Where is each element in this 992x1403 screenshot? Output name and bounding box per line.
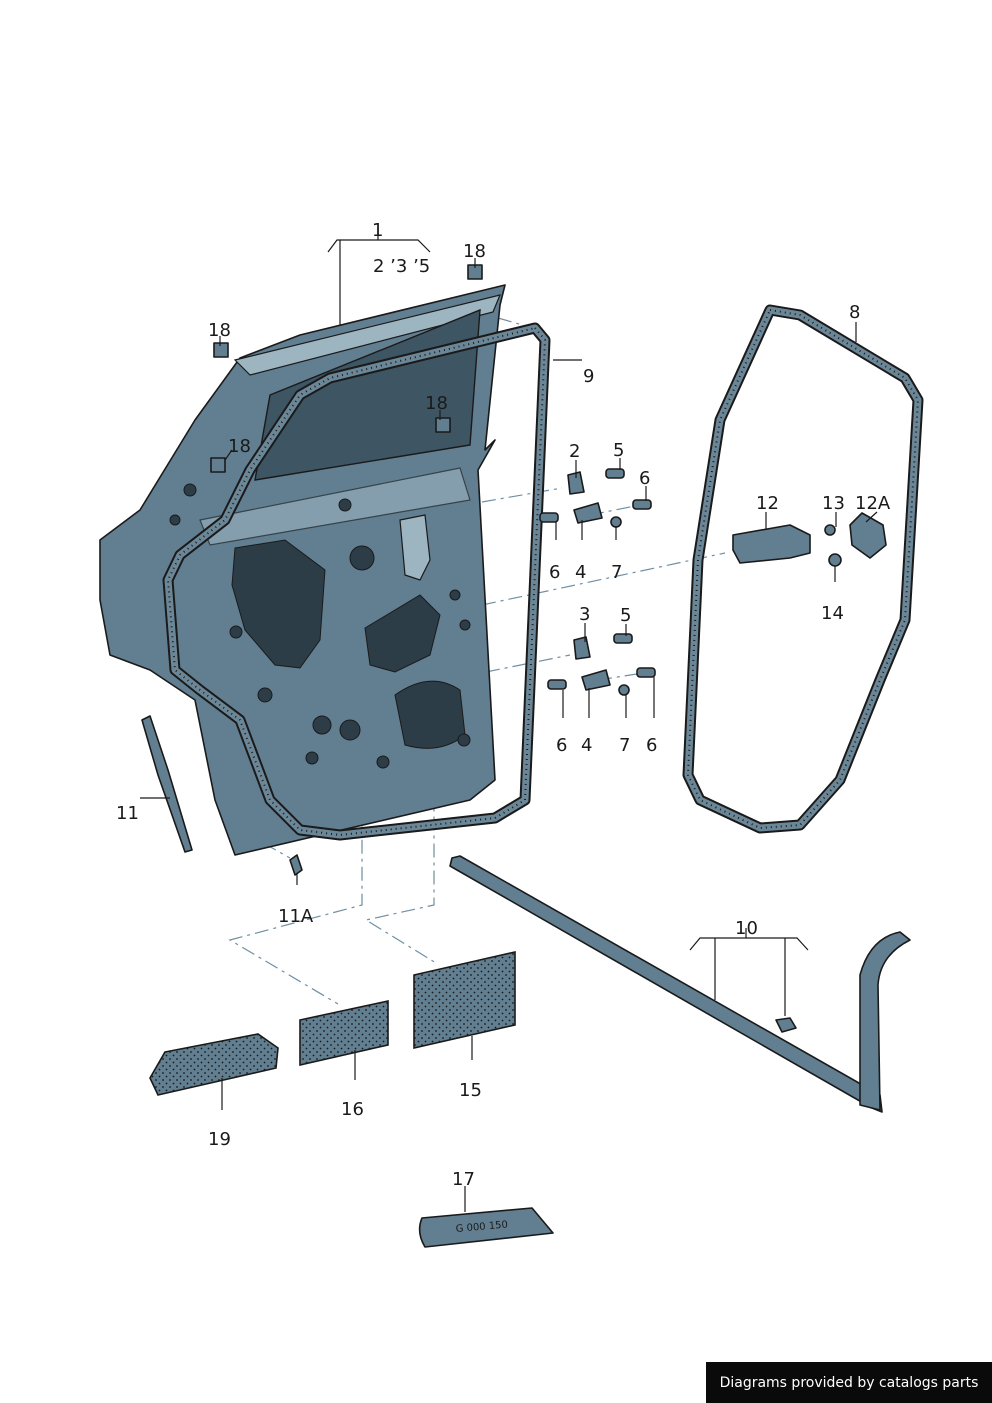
tube-label: G 000 150 <box>455 1219 508 1235</box>
callout-labels: 1 2 ’3 ’5 18 18 18 18 9 8 2 5 6 6 4 7 3 … <box>116 220 891 1190</box>
callout-12a: 12A <box>855 493 891 514</box>
callout-4-lower: 4 <box>581 735 592 756</box>
body-seal-8 <box>682 304 924 834</box>
door-check-strap <box>732 512 887 567</box>
door-seal-9 <box>162 322 551 841</box>
sticker-pads-18 <box>210 264 483 473</box>
callout-18-upper-left: 18 <box>208 320 231 341</box>
callout-14: 14 <box>821 603 844 624</box>
callout-8: 8 <box>849 302 860 323</box>
callout-9: 9 <box>583 366 594 387</box>
callout-5-upper: 5 <box>613 440 624 461</box>
callout-17: 17 <box>452 1169 475 1190</box>
callout-16: 16 <box>341 1099 364 1120</box>
callout-2-3-5: 2 ’3 ’5 <box>373 256 430 277</box>
callout-4-upper: 4 <box>575 562 586 583</box>
callout-13: 13 <box>822 493 845 514</box>
callout-12: 12 <box>756 493 779 514</box>
sealant-tube-17: G 000 150 <box>418 1207 554 1248</box>
callout-7-upper: 7 <box>611 562 622 583</box>
upper-hinge-hardware <box>539 468 652 528</box>
callout-10: 10 <box>735 918 758 939</box>
callout-18-window: 18 <box>425 393 448 414</box>
damping-pads <box>149 950 516 1096</box>
trim-strip-11 <box>141 715 303 876</box>
footer-credit-badge: Diagrams provided by catalogs parts <box>706 1362 992 1403</box>
callout-18-lower-left: 18 <box>228 436 251 457</box>
callout-6-upper-left: 6 <box>549 562 560 583</box>
callout-11a: 11A <box>278 906 314 927</box>
callout-11: 11 <box>116 803 139 824</box>
callout-2: 2 <box>569 441 580 462</box>
callout-6-lower-left: 6 <box>556 735 567 756</box>
callout-7-lower: 7 <box>619 735 630 756</box>
callout-6-upper-right: 6 <box>639 468 650 489</box>
callout-1: 1 <box>372 220 383 241</box>
callout-18-top: 18 <box>463 241 486 262</box>
callout-15: 15 <box>459 1080 482 1101</box>
lower-hinge-hardware <box>547 633 656 696</box>
callout-6-lower-right: 6 <box>646 735 657 756</box>
sill-seal-10 <box>449 855 911 1113</box>
footer-credit-text: Diagrams provided by catalogs parts <box>719 1374 979 1391</box>
callout-5-lower: 5 <box>620 605 631 626</box>
callout-3: 3 <box>579 604 590 625</box>
callout-19: 19 <box>208 1129 231 1150</box>
door-shell <box>99 284 506 856</box>
leader-lines <box>140 228 878 1212</box>
